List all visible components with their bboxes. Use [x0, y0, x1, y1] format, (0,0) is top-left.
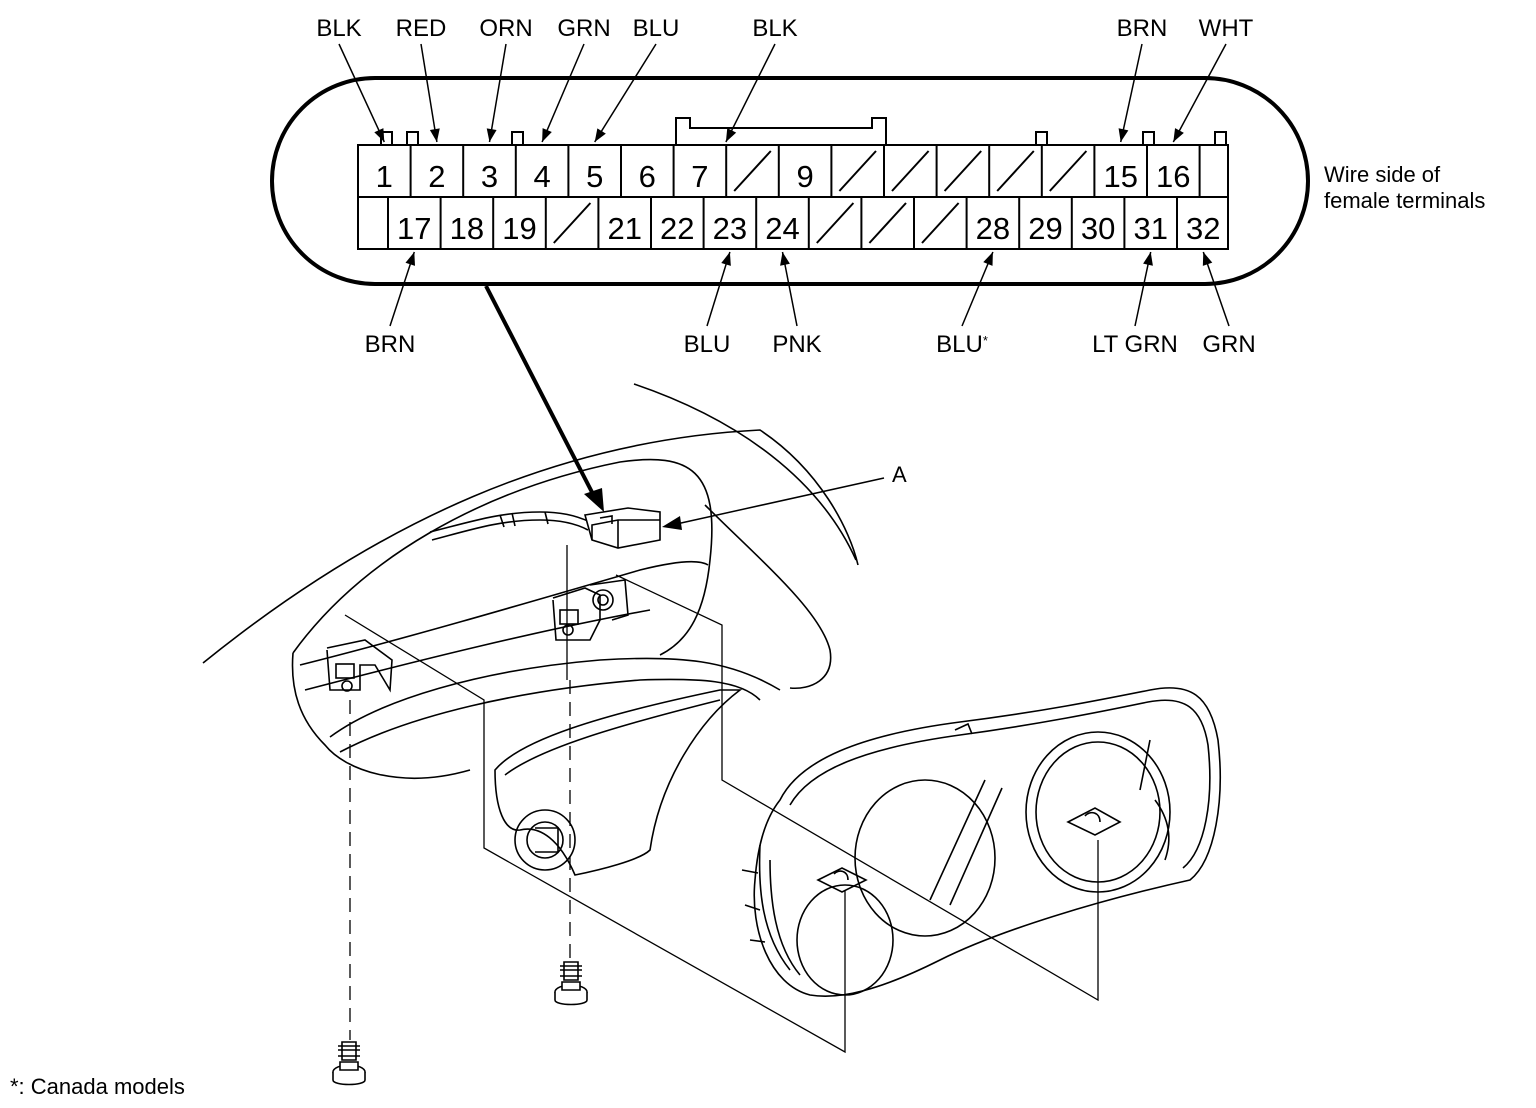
wire-label-pin-5: BLU: [633, 15, 680, 42]
terminal-7: 7: [691, 159, 708, 194]
empty-cavity-slash: [838, 150, 877, 192]
cavity-dividers: [387, 145, 1201, 249]
terminal-24: 24: [765, 211, 799, 246]
callout-a-arrowhead: [662, 516, 682, 530]
terminal-3: 3: [481, 159, 498, 194]
terminal-30: 30: [1081, 211, 1115, 246]
terminal-29: 29: [1028, 211, 1062, 246]
empty-cavity-slash: [891, 150, 930, 192]
bolt-left: [332, 1041, 366, 1086]
terminal-5: 5: [586, 159, 603, 194]
terminal-16: 16: [1156, 159, 1190, 194]
empty-cavity-slash: [733, 150, 772, 192]
key-tabs: [380, 131, 1227, 146]
terminal-31: 31: [1133, 211, 1167, 246]
wire-arrowheads: [374, 128, 1213, 266]
empty-cavity-slash: [996, 150, 1035, 192]
dashboard-art: [202, 383, 859, 779]
connector-latch: [675, 117, 887, 145]
bolt-middle: [554, 961, 588, 1006]
connector-caption-line1: Wire side of: [1324, 162, 1441, 187]
wire-color-labels: BLK RED ORN GRN BLU BLK BRN WHT BRN BLU PNK BLU* LT …: [316, 15, 1255, 358]
wire-label-pin-23: BLU: [684, 331, 731, 358]
wire-label-pin-24: PNK: [772, 331, 821, 358]
empty-cavity-slash: [943, 150, 982, 192]
terminal-15: 15: [1103, 159, 1137, 194]
canada-mark: *: [983, 333, 988, 348]
wire-label-pin-15: BRN: [1117, 15, 1168, 42]
empty-cavity-slash: [553, 202, 592, 244]
terminal-23: 23: [713, 211, 747, 246]
terminal-21: 21: [607, 211, 641, 246]
connector-caption-line2: female terminals: [1324, 188, 1485, 213]
bottom-row-terminals: 17 18 19 21 22 23 24 28 29 30 31 32: [397, 211, 1220, 246]
empty-cavity-slash: [868, 202, 907, 244]
terminal-6: 6: [639, 159, 656, 194]
empty-cavity-slash: [1049, 150, 1088, 192]
terminal-32: 32: [1186, 211, 1220, 246]
terminal-2: 2: [428, 159, 445, 194]
wire-label-pin-2: RED: [396, 15, 447, 42]
terminal-4: 4: [533, 159, 550, 194]
assembly-guides: [344, 545, 1099, 1054]
wire-label-pin-7: BLK: [752, 15, 797, 42]
wire-label-pin-1: BLK: [316, 15, 361, 42]
callout-a-leader: [671, 477, 885, 526]
footnote: *: Canada models: [10, 1074, 185, 1099]
connector-location-arrow: [484, 285, 598, 501]
wire-label-pin-17: BRN: [365, 331, 416, 358]
lower-cover: [494, 689, 743, 876]
empty-cavity-slash: [816, 202, 855, 244]
callout-a-label: A: [892, 462, 907, 487]
terminal-17: 17: [397, 211, 431, 246]
connector-location-arrowhead: [584, 488, 604, 512]
wire-label-pin-3: ORN: [479, 15, 532, 42]
terminal-28: 28: [976, 211, 1010, 246]
connector-outline: [270, 76, 1310, 286]
terminal-22: 22: [660, 211, 694, 246]
terminal-18: 18: [450, 211, 484, 246]
terminal-9: 9: [796, 159, 813, 194]
wire-leaders: [338, 43, 1230, 327]
empty-cavity-slash: [921, 202, 960, 244]
gauge-cluster: [741, 686, 1221, 998]
wire-label-pin-16: WHT: [1199, 15, 1254, 42]
wire-label-pin-32: GRN: [1202, 331, 1255, 358]
wire-label-pin-4: GRN: [557, 15, 610, 42]
terminal-19: 19: [502, 211, 536, 246]
terminal-1: 1: [376, 159, 393, 194]
wire-label-pin-28: BLU*: [936, 331, 988, 358]
wire-label-pin-31: LT GRN: [1092, 331, 1178, 358]
